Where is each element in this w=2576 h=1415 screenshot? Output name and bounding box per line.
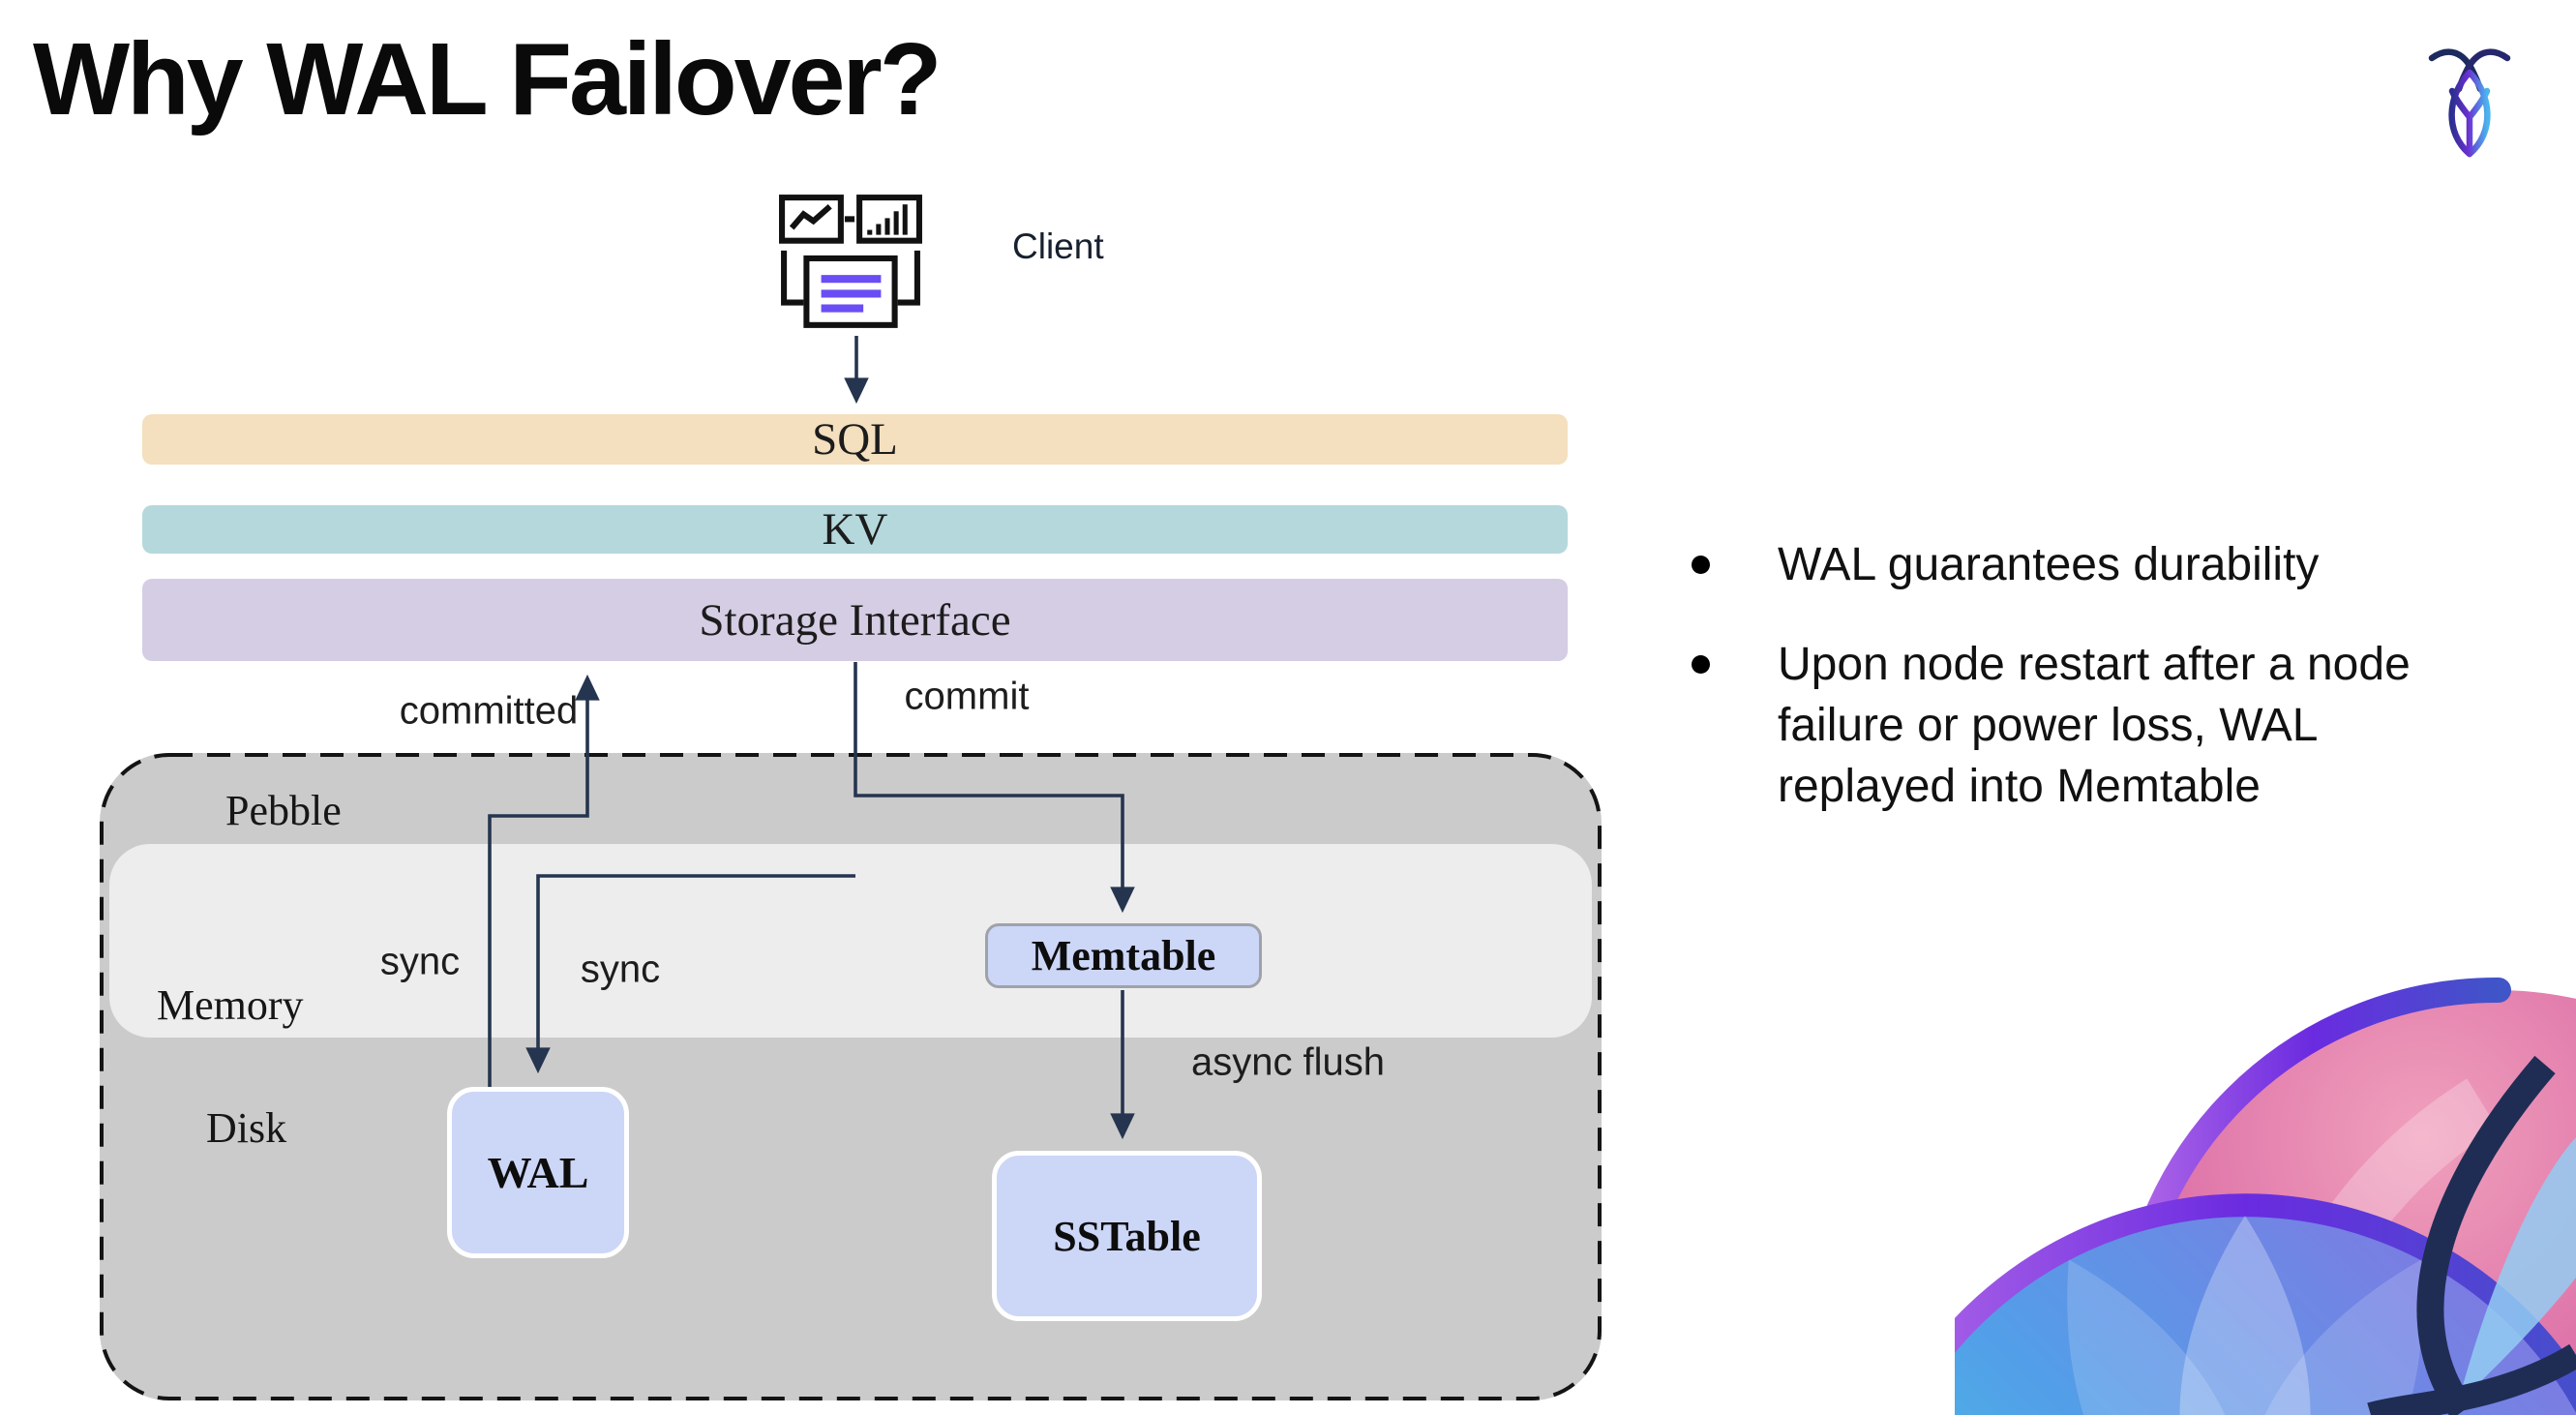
layer-kv: KV [142, 504, 1568, 555]
client-label: Client [1012, 226, 1104, 266]
bullet-text: WAL guarantees durability [1778, 539, 2320, 590]
layer-storage-interface: Storage Interface [142, 579, 1568, 661]
art-petal-1 [2179, 1216, 2311, 1415]
art-petal-3 [2067, 1259, 2252, 1415]
bar-1 [867, 229, 873, 235]
layer-storage-label: Storage Interface [699, 594, 1011, 646]
sstable-label: SSTable [1053, 1212, 1201, 1260]
art-leaf-fill [2458, 1137, 2576, 1403]
sync-right-edge-label: sync [580, 948, 661, 991]
memory-label: Memory [157, 981, 304, 1029]
art-navy-stroke-1 [2416, 1055, 2556, 1415]
client-dashboard-icon [779, 195, 922, 328]
wal-label: WAL [487, 1148, 589, 1197]
pebble-label: Pebble [225, 787, 342, 834]
logo-stem [2448, 87, 2491, 158]
bracket-left [781, 250, 804, 306]
async-flush-edge-label: async flush [1190, 1040, 1386, 1084]
bullet-text: Upon node restart after a node failure o… [1778, 639, 2411, 812]
layer-sql: SQL [142, 414, 1568, 465]
cockroach-brand-art [1955, 977, 2576, 1415]
layer-sql-label: SQL [812, 414, 898, 465]
art-navy-stroke-2 [2367, 1343, 2576, 1415]
wal-node: WAL [447, 1087, 629, 1258]
memtable-label: Memtable [1031, 932, 1216, 979]
committed-edge-label: committed [399, 689, 579, 733]
page-title: Why WAL Failover? [33, 22, 942, 136]
bar-2 [876, 224, 882, 235]
bullet-list: WAL guarantees durability Upon node rest… [1692, 534, 2543, 856]
bar-5 [902, 204, 908, 235]
bracket-right [897, 250, 920, 306]
bullet-dot [1692, 655, 1710, 674]
art-petal-2 [2238, 1259, 2423, 1415]
sstable-node: SSTable [992, 1151, 1262, 1321]
bar-4 [893, 211, 899, 235]
line-chart-icon [779, 195, 844, 244]
commit-edge-label: commit [904, 675, 1030, 718]
memtable-node: Memtable [985, 923, 1262, 988]
cockroachdb-logo-icon [2428, 48, 2511, 158]
bar-3 [884, 218, 890, 235]
sync-left-edge-label: sync [379, 940, 461, 983]
bullet-item: Upon node restart after a node failure o… [1692, 634, 2543, 817]
bullet-dot [1692, 556, 1710, 574]
memory-band [109, 844, 1592, 1038]
line-chart-glyph [789, 203, 832, 230]
disk-label: Disk [206, 1104, 287, 1152]
layer-kv-label: KV [822, 504, 888, 555]
bullet-item: WAL guarantees durability [1692, 534, 2543, 595]
